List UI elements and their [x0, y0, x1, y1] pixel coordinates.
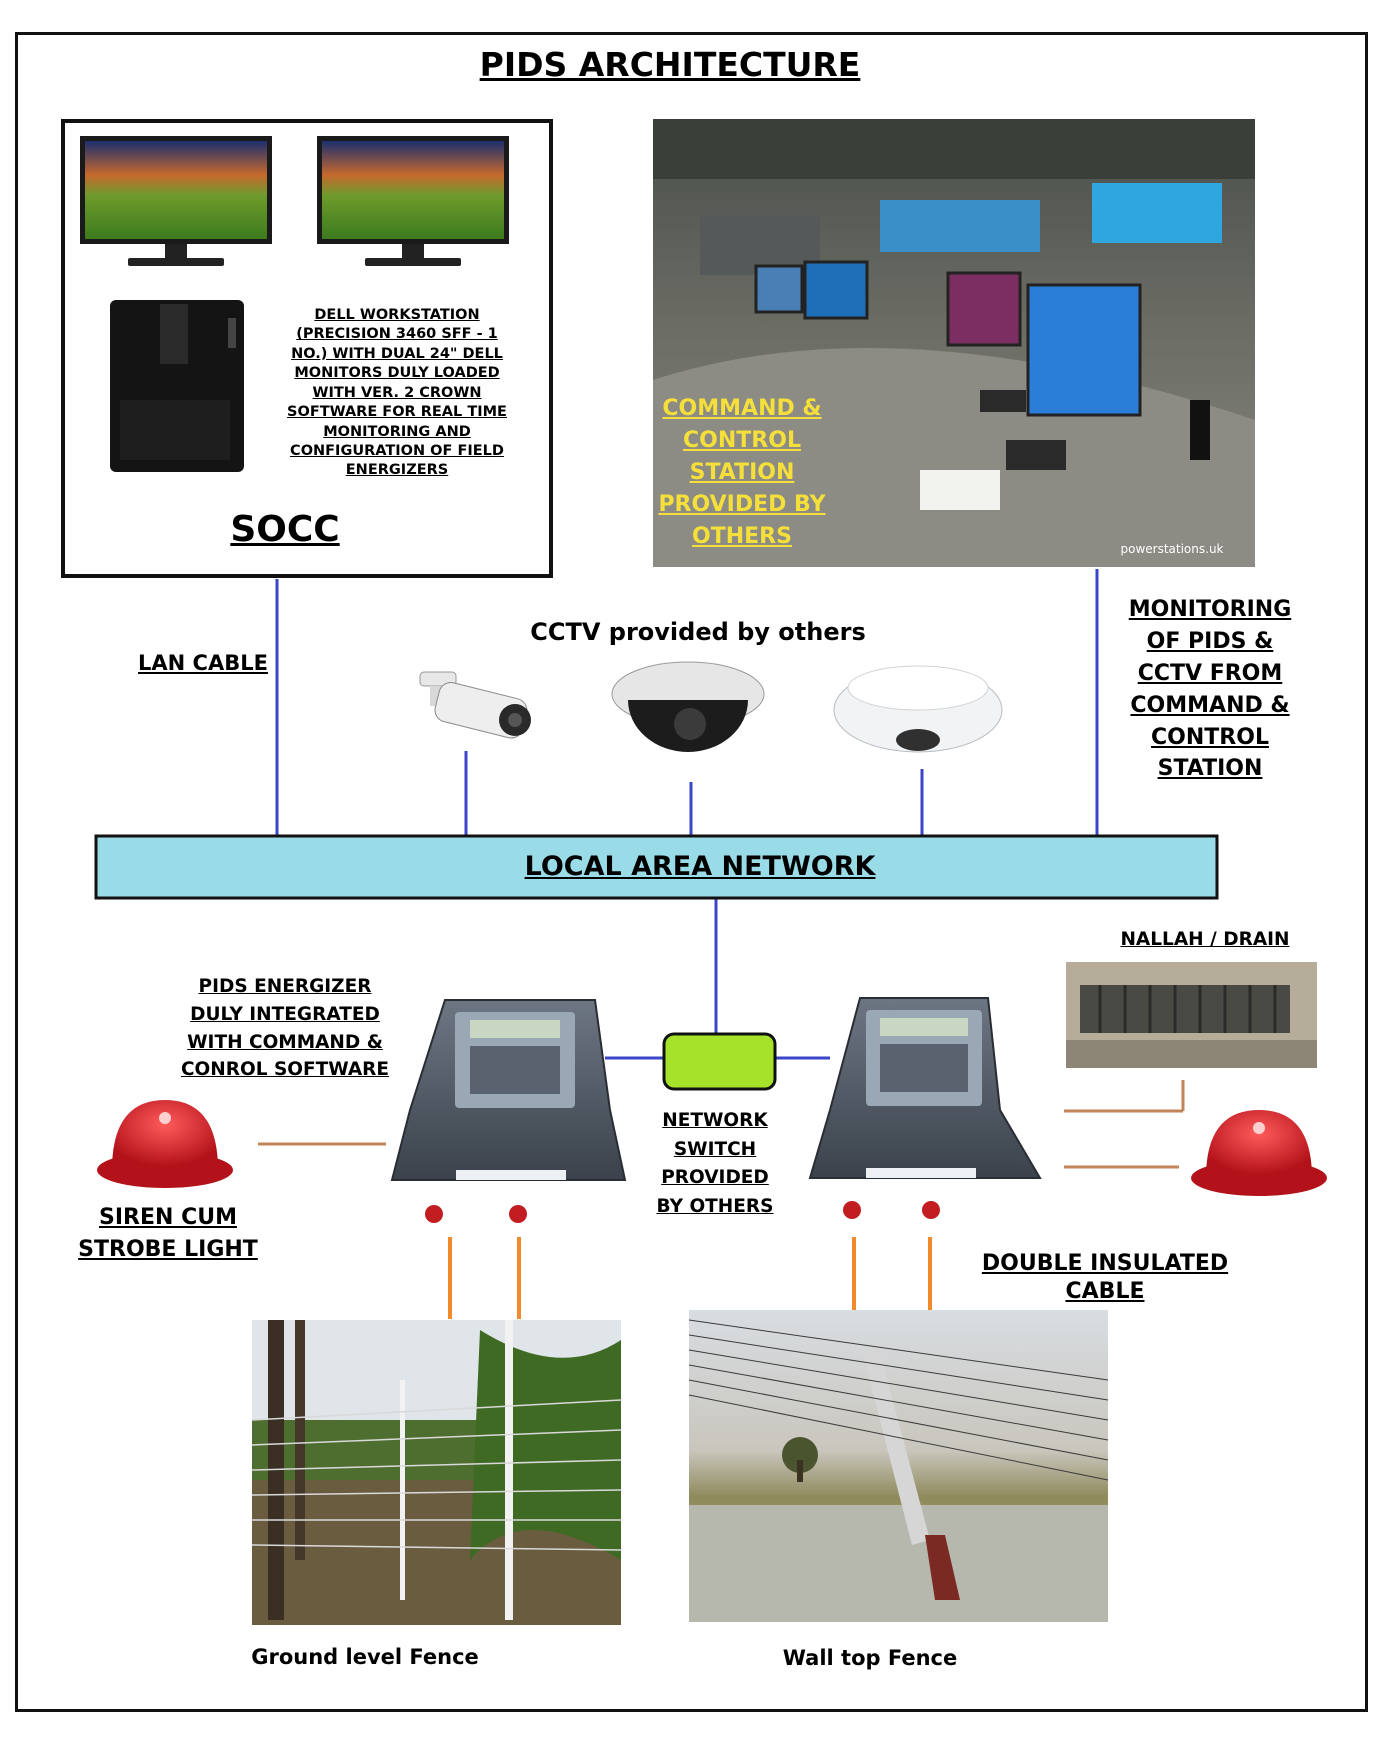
lan-connection-lines: [275, 569, 1099, 1060]
monitor-right: [317, 136, 509, 266]
local-area-network-bar: [94, 834, 1219, 900]
local-area-network-label: LOCAL AREA NETWORK: [524, 851, 876, 882]
field-cables: [258, 1080, 1185, 1319]
lan-cable-label: LAN CABLE: [138, 651, 268, 675]
monitor-left: [80, 136, 272, 266]
pids-energizer-left: [390, 999, 627, 1223]
siren-right-icon: [1191, 1110, 1327, 1196]
wall-top-fence-photo: [688, 1310, 1109, 1622]
cctv-bullet-camera: [419, 671, 531, 739]
siren-left-icon: [97, 1100, 233, 1188]
cctv-fisheye-camera: [833, 665, 1003, 753]
double-insulated-cable-label: DOUBLE INSULATED CABLE: [981, 1251, 1229, 1305]
siren-label: SIREN CUM STROBE LIGHT: [78, 1205, 258, 1262]
page-title: PIDS ARCHITECTURE: [479, 45, 861, 84]
ground-level-fence-photo: [251, 1320, 622, 1625]
workstation-tower: [110, 300, 244, 472]
socc-label: SOCC: [230, 509, 340, 550]
photo-watermark: powerstations.uk: [1120, 542, 1223, 556]
nallah-drain-photo: [1066, 962, 1317, 1068]
cctv-label: CCTV provided by others: [530, 618, 866, 646]
network-switch-label: NETWORK SWITCH PROVIDED BY OTHERS: [656, 1110, 774, 1218]
wall-top-fence-label: Wall top Fence: [782, 1646, 958, 1670]
command-station-label: COMMAND & CONTROL STATION PROVIDED BY OT…: [658, 396, 826, 549]
monitoring-label: MONITORING OF PIDS & CCTV FROM COMMAND &…: [1128, 597, 1292, 782]
ground-level-fence-label: Ground level Fence: [251, 1645, 479, 1669]
network-switch: [662, 1032, 777, 1091]
pids-energizer-label: PIDS ENERGIZER DULY INTEGRATED WITH COMM…: [180, 976, 390, 1081]
cctv-dome-camera: [611, 661, 765, 752]
diagram-frame: [15, 32, 1368, 1712]
workstation-description: DELL WORKSTATION (PRECISION 3460 SFF - 1…: [287, 307, 507, 479]
socc-box: [61, 119, 553, 578]
nallah-drain-label: NALLAH / DRAIN: [1120, 929, 1290, 950]
pids-energizer-right: [808, 997, 1042, 1219]
command-station-photo: powerstations.uk: [653, 119, 1255, 567]
